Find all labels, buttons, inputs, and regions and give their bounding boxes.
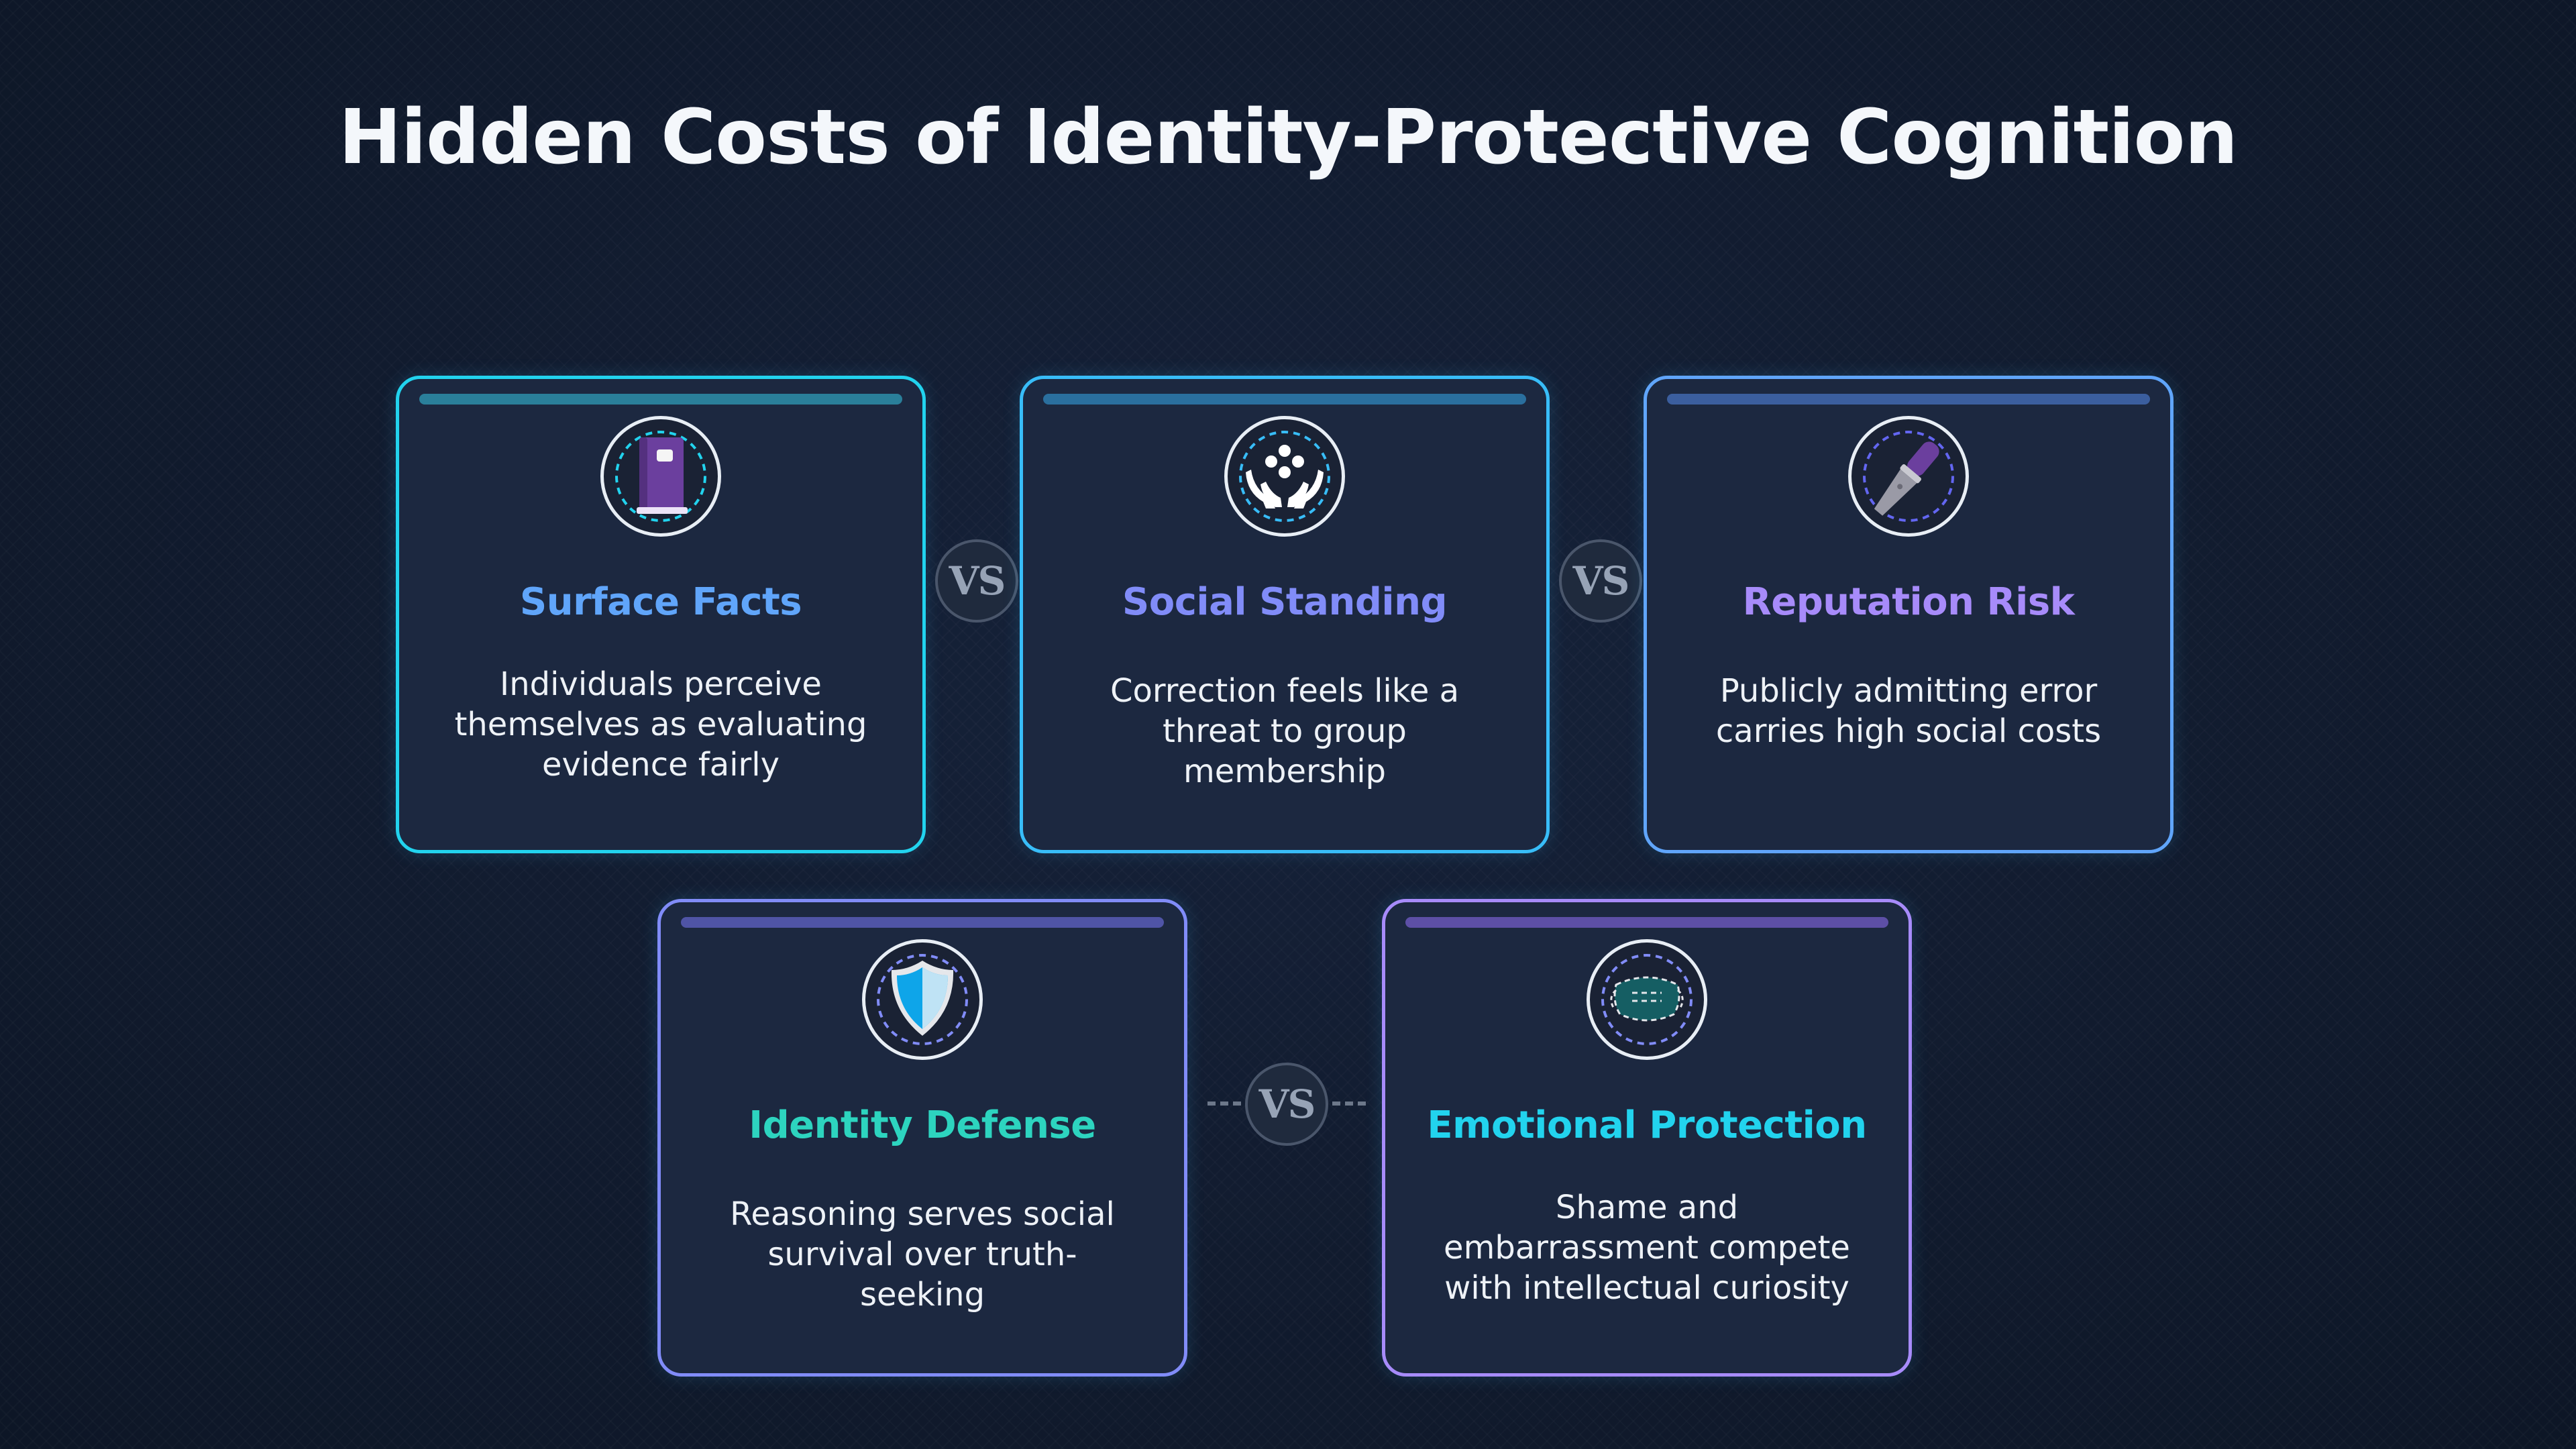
- connector-dash-right: [1332, 1102, 1366, 1106]
- card-description: Publicly admitting error carries high so…: [1715, 672, 2102, 750]
- card-icon-ring: [862, 939, 983, 1060]
- shield-icon: [874, 951, 971, 1048]
- card-title: Social Standing: [1122, 580, 1448, 624]
- card-description: Individuals perceive themselves as evalu…: [454, 665, 867, 784]
- page-title: Hidden Costs of Identity-Protective Cogn…: [338, 94, 2238, 181]
- card-emotional-protection: Emotional Protection Shame and embarrass…: [1382, 899, 1912, 1377]
- card-icon-ring: [600, 416, 721, 537]
- card-title: Reputation Risk: [1742, 580, 2075, 624]
- connector-dash-left: [1208, 1102, 1241, 1106]
- card-icon-ring: [1848, 416, 1969, 537]
- card-surface-facts: Surface Facts Individuals perceive thems…: [396, 376, 926, 853]
- card-title: Identity Defense: [749, 1104, 1096, 1147]
- card-social-standing: Social Standing Correction feels like a …: [1020, 376, 1550, 853]
- card-accent-bar: [1405, 917, 1888, 928]
- card-accent-bar: [1667, 394, 2150, 405]
- card-icon-ring: [1587, 939, 1707, 1060]
- card-accent-bar: [1043, 394, 1526, 405]
- card-identity-defense: Identity Defense Reasoning serves social…: [657, 899, 1187, 1377]
- card-icon-ring: [1224, 416, 1345, 537]
- card-title: Emotional Protection: [1427, 1104, 1867, 1147]
- vs-badge-2: VS: [1559, 539, 1642, 623]
- card-description: Shame and embarrassment compete with int…: [1444, 1189, 1850, 1307]
- community-hands-icon: [1236, 428, 1333, 525]
- card-title: Surface Facts: [519, 580, 802, 624]
- card-description: Reasoning serves social survival over tr…: [730, 1195, 1115, 1313]
- vs-badge-3: VS: [1245, 1063, 1328, 1146]
- card-accent-bar: [681, 917, 1164, 928]
- card-description: Correction feels like a threat to group …: [1110, 672, 1460, 790]
- mask-icon: [1599, 951, 1695, 1048]
- vs-badge-1: VS: [935, 539, 1018, 623]
- card-accent-bar: [419, 394, 902, 405]
- card-reputation-risk: Reputation Risk Publicly admitting error…: [1644, 376, 2174, 853]
- microphone-icon: [1860, 428, 1957, 525]
- book-icon: [612, 428, 709, 525]
